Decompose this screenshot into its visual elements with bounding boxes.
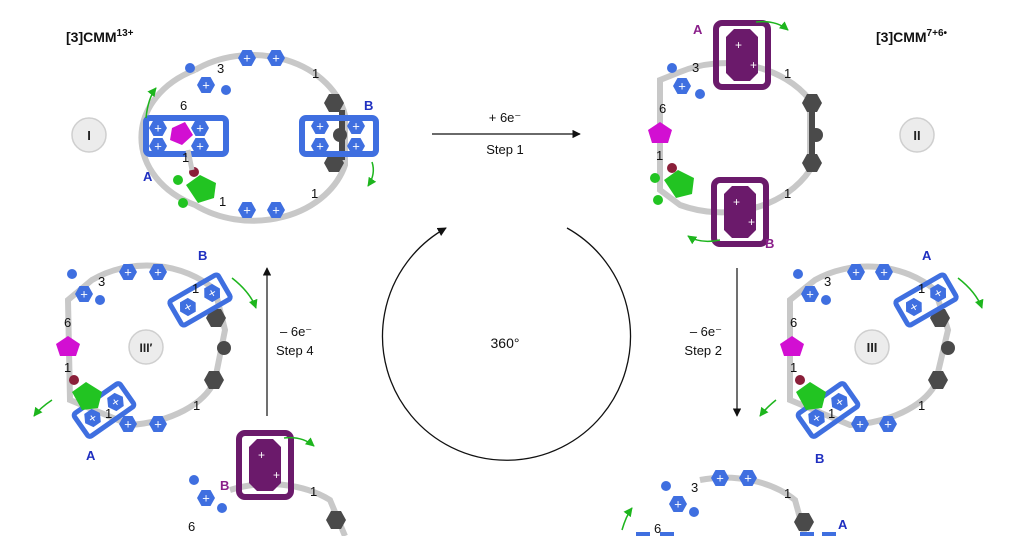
ring-B-label-III: B <box>815 451 824 466</box>
svg-text:I: I <box>87 128 91 143</box>
label-n1c-I: 1 <box>311 186 318 201</box>
ring-A-label-bottom-right: A <box>838 517 848 532</box>
bottom-left-structure: + + <box>189 430 348 536</box>
label-n6-bottom-right: 6 <box>654 521 661 536</box>
label-n1-bottom-left: 1 <box>310 484 317 499</box>
label-n1b-I: 1 <box>312 66 319 81</box>
ring-B-label-I: B <box>364 98 373 113</box>
label-n1c-II: 1 <box>784 186 791 201</box>
label-n1a-III: 1 <box>790 360 797 375</box>
ring-A-label-I: A <box>143 169 153 184</box>
label-n6-II: 6 <box>659 101 666 116</box>
label-n1c-IIIp: 1 <box>193 398 200 413</box>
svg-text:+: + <box>748 215 755 229</box>
ring-A-label-III: A <box>922 248 932 263</box>
label-n3-IIIp: 3 <box>98 274 105 289</box>
label-n1a-IIIp: 1 <box>64 360 71 375</box>
ring-B-label-bottom-left: B <box>220 478 229 493</box>
label-n3-III: 3 <box>824 274 831 289</box>
ring-B-label-IIIp: B <box>198 248 207 263</box>
label-n3-bottom-right: 3 <box>691 480 698 495</box>
label-n6-III: 6 <box>790 315 797 330</box>
step4-bottom-label: Step 4 <box>276 343 314 358</box>
step1-bottom-label: Step 1 <box>486 142 524 157</box>
label-n1-bottom-right: 1 <box>784 486 791 501</box>
svg-text:+: + <box>735 38 742 52</box>
label-n3-II: 3 <box>692 60 699 75</box>
state-III-structure <box>759 263 984 439</box>
label-n1b-III: 1 <box>918 281 925 296</box>
step2-bottom-label: Step 2 <box>684 343 722 358</box>
state-II-structure: + + + + <box>648 20 823 247</box>
state-I-structure <box>138 50 379 224</box>
label-n1c-III: 1 <box>918 398 925 413</box>
state-IIIp-structure <box>33 262 258 439</box>
label-n1d-III: 1 <box>828 406 835 421</box>
cycle-label: 360° <box>491 335 520 351</box>
svg-text:+: + <box>258 448 265 462</box>
label-n1a-I: 1 <box>182 150 189 165</box>
label-n1d-I: 1 <box>219 194 226 209</box>
label-n1b-IIIp: 1 <box>192 281 199 296</box>
label-n6-IIIp: 6 <box>64 315 71 330</box>
ring-A-label-II: A <box>693 22 703 37</box>
ring-A-label-IIIp: A <box>86 448 96 463</box>
step2-top-label: – 6e⁻ <box>690 324 722 339</box>
label-n6-I: 6 <box>180 98 187 113</box>
title-left: [3]CMM13+ <box>66 28 134 45</box>
label-n1b-II: 1 <box>784 66 791 81</box>
svg-text:III′: III′ <box>140 341 153 355</box>
step4-top-label: – 6e⁻ <box>280 324 312 339</box>
title-right: [3]CMM7+6• <box>876 28 948 45</box>
label-n6-bottom-left: 6 <box>188 519 195 534</box>
cycle-arrow <box>381 227 632 461</box>
label-n3-I: 3 <box>217 61 224 76</box>
svg-text:+: + <box>273 468 280 482</box>
label-n1d-IIIp: 1 <box>105 406 112 421</box>
step1-top-label: + 6e⁻ <box>489 110 522 125</box>
svg-text:+: + <box>733 195 740 209</box>
svg-text:+: + <box>750 58 757 72</box>
state-I-badge: I <box>71 117 107 153</box>
state-IIIp-badge: III′ <box>128 329 164 365</box>
svg-text:III: III <box>867 340 878 355</box>
svg-text:II: II <box>913 128 920 143</box>
label-n1a-II: 1 <box>656 148 663 163</box>
bottom-right-structure <box>621 470 836 536</box>
state-III-badge: III <box>854 329 890 365</box>
ring-B-label-II: B <box>765 236 774 251</box>
state-II-badge: II <box>899 117 935 153</box>
